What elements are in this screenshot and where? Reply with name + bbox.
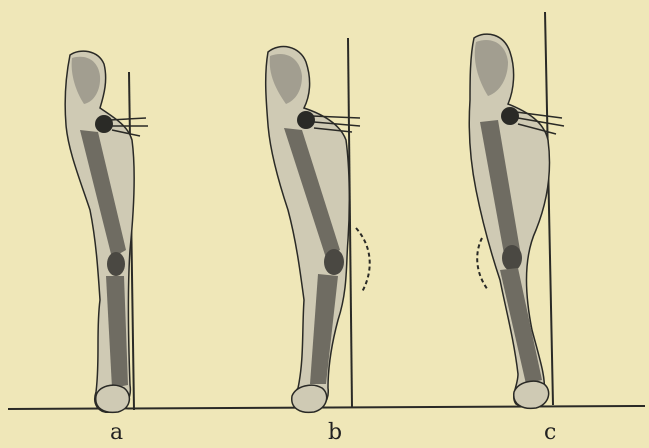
leg-outline-b <box>266 47 350 412</box>
foot-a <box>96 385 130 412</box>
figure-label-a: a <box>110 420 123 445</box>
hip-joint-c <box>501 107 519 125</box>
figure-label-b: b <box>328 420 342 445</box>
knee-curve-b <box>356 228 370 292</box>
foot-b <box>292 385 327 412</box>
leg-figure-b <box>266 38 370 412</box>
knee-a <box>107 252 125 276</box>
hip-joint-b <box>297 111 315 129</box>
knee-b <box>324 249 344 275</box>
leg-figure-c <box>469 12 564 408</box>
knee-c <box>502 245 522 271</box>
leg-figure-a <box>65 51 148 412</box>
knee-curve-c <box>477 238 488 290</box>
plumb-line-c <box>545 12 553 405</box>
figure-label-c: c <box>544 420 556 445</box>
foot-c <box>514 381 549 408</box>
hip-joint-a <box>95 115 113 133</box>
